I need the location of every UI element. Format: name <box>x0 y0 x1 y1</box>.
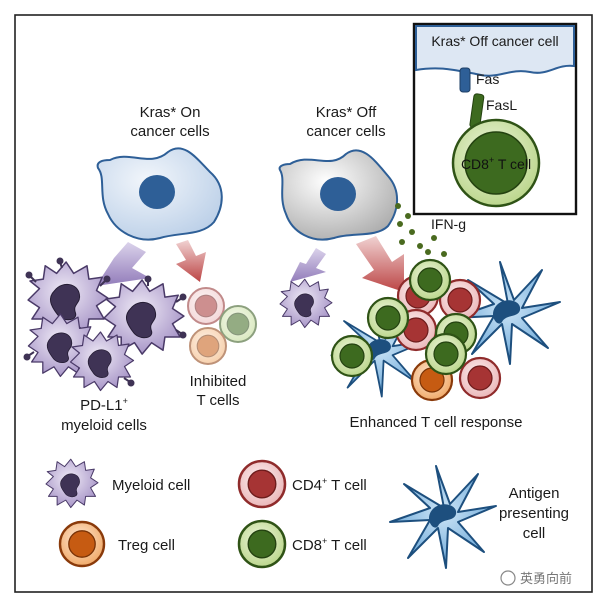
legend-myeloid-label: Myeloid cell <box>112 477 190 494</box>
inset-cancer-label: Kras* Off cancer cell <box>431 33 558 49</box>
legend-apc-label-line2: presenting <box>499 505 569 522</box>
inset-cd8-label: CD8+ T cell <box>461 155 531 172</box>
pdl1-myeloid-cluster <box>23 257 187 392</box>
inhibited-label-line1: Inhibited <box>190 373 247 390</box>
kras-on-label-line2: cancer cells <box>130 123 209 140</box>
watermark-icon <box>500 570 516 586</box>
legend-cd8-label: CD8+ T cell <box>292 536 367 554</box>
ifn-label: IFN-g <box>431 216 466 232</box>
watermark-text: 英勇向前 <box>520 571 572 586</box>
legend: Myeloid cell CD4+ T cell Treg cell CD8+ … <box>45 458 569 569</box>
legend-apc-label-line3: cell <box>523 525 546 542</box>
watermark: 英勇向前 <box>500 570 572 586</box>
ifn-gamma-dots <box>395 203 447 257</box>
kras-on-cancer-cell <box>96 147 223 241</box>
inset-cd8-nucleus <box>464 131 528 195</box>
legend-cd4-icon <box>237 459 287 509</box>
legend-treg-icon <box>58 520 106 568</box>
pdl1-label-line2: myeloid cells <box>61 417 147 434</box>
arrow-off-to-tcells <box>356 236 404 292</box>
fas-receptor <box>459 67 471 93</box>
legend-cd8-icon <box>237 519 287 569</box>
inhibited-label-line2: T cells <box>196 392 239 409</box>
arrow-off-to-myeloid <box>290 248 326 282</box>
legend-apc-label-line1: Antigen <box>509 485 560 502</box>
legend-treg-label: Treg cell <box>118 537 175 554</box>
fasl-label: FasL <box>486 97 517 113</box>
enhanced-response-label: Enhanced T cell response <box>350 414 523 431</box>
inset-panel: Kras* Off cancer cell Fas FasL CD8+ T ce… <box>412 22 578 216</box>
kras-off-cancer-cell <box>278 149 398 241</box>
kras-on-label-line1: Kras* On <box>140 104 201 121</box>
fas-label: Fas <box>476 71 499 87</box>
kras-off-label-line1: Kras* Off <box>316 104 377 121</box>
arrow-on-to-inhibited <box>176 240 206 282</box>
pdl1-label-line1: PD-L1+ <box>80 396 128 414</box>
kras-off-label-line2: cancer cells <box>306 123 385 140</box>
arrow-on-to-myeloid <box>96 242 150 286</box>
legend-cd4-label: CD4+ T cell <box>292 476 367 494</box>
